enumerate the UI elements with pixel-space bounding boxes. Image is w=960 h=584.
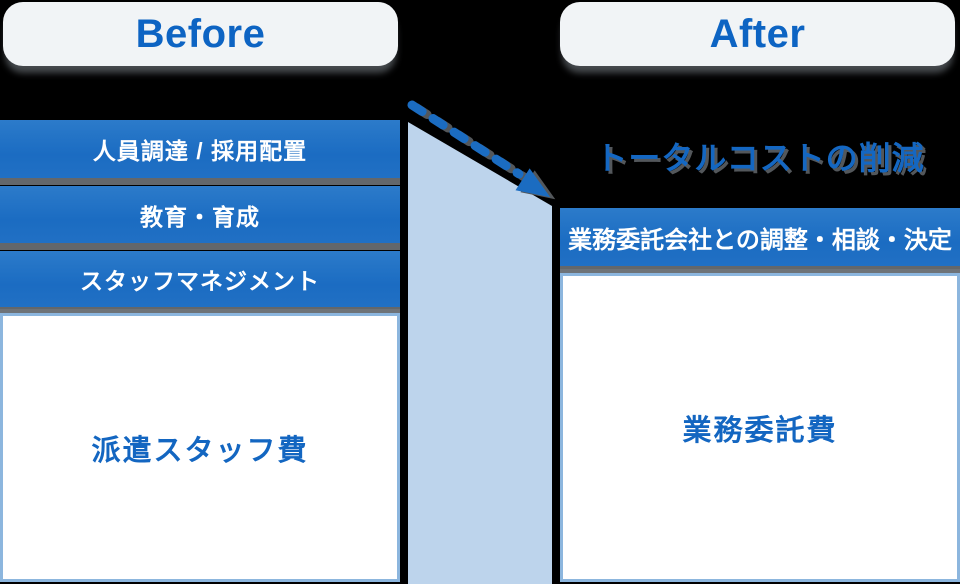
before-label-pill: Before	[3, 2, 398, 66]
before-stack-item-label: スタッフマネジメント	[80, 268, 320, 294]
after-stack-item-label: 業務委託会社との調整・相談・決定	[568, 226, 952, 254]
after-cost-box: 業務委託費	[560, 273, 960, 582]
before-stack-item-label: 教育・育成	[140, 203, 260, 230]
before-cost-label: 派遣スタッフ費	[91, 434, 309, 467]
before-cost-box: 派遣スタッフ費	[0, 313, 400, 582]
before-stack-item-training: 教育・育成	[0, 186, 400, 243]
before-label: Before	[135, 11, 266, 56]
transition-strip	[408, 122, 552, 584]
after-label-pill: After	[560, 2, 955, 66]
cost-reduction-headline: トータルコストの削減	[595, 140, 925, 176]
before-stack-item-staff-management: スタッフマネジメント	[0, 251, 400, 307]
cost-reduction-arrow-icon	[407, 100, 556, 200]
before-stack-item-recruitment: 人員調達 / 採用配置	[0, 120, 400, 178]
before-stack-item-label: 人員調達 / 採用配置	[92, 138, 308, 164]
after-label: After	[709, 11, 806, 56]
after-stack-item-coordination: 業務委託会社との調整・相談・決定	[560, 208, 960, 266]
after-cost-label: 業務委託費	[682, 414, 838, 447]
